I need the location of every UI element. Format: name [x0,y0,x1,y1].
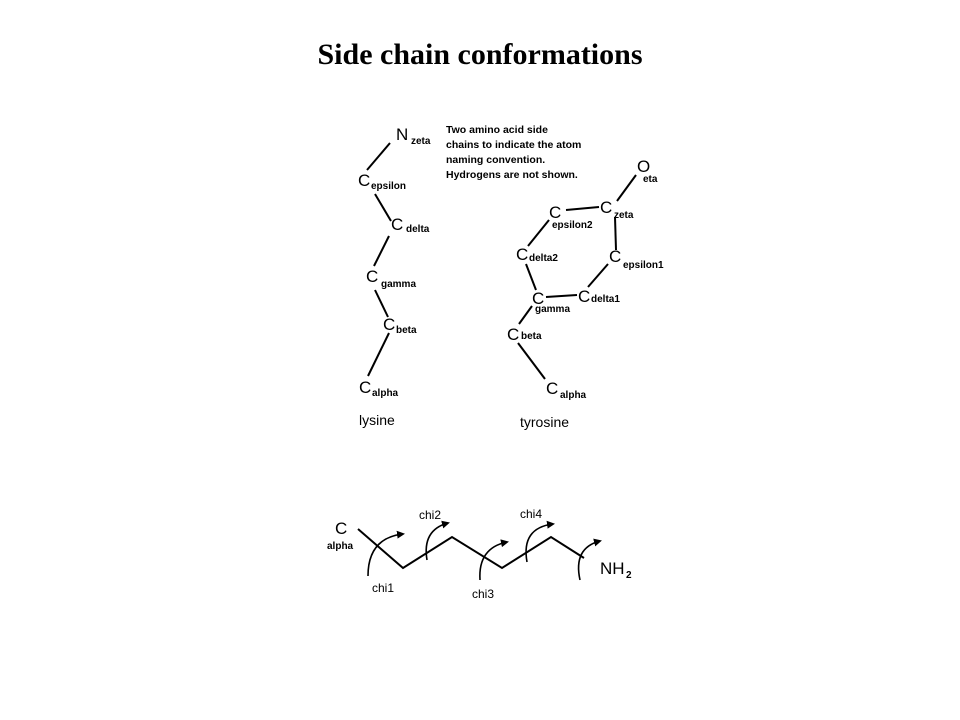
naming-note: Two amino acid side chains to indicate t… [446,124,581,181]
chi3-label: chi3 [472,587,494,601]
tyrosine-label-eta: eta [643,174,658,185]
tyrosine-label-alpha: alpha [560,390,587,401]
bond-cgamma-cbeta [374,289,389,318]
chi-start-atom: C [335,519,347,538]
lysine-atom-c-epsilon: C [358,171,370,190]
note-line-4: Hydrogens are not shown. [446,169,578,181]
bond-cepsilon2-czeta [565,206,600,211]
lysine-atom-c-beta: C [383,315,395,334]
slide-title: Side chain conformations [317,38,643,71]
tyrosine-label-epsilon1: epsilon1 [623,260,664,271]
chi2-label: chi2 [419,508,441,522]
lysine-label-epsilon: epsilon [371,181,406,192]
tyrosine-atom-c-alpha: C [546,379,558,398]
lysine-label-gamma: gamma [381,279,416,290]
tyrosine-atom-c-delta1: C [578,287,590,306]
bond-cepsilon1-cdelta1 [587,263,609,288]
bond-cbeta-calpha [517,342,546,380]
tyrosine-name: tyrosine [520,414,569,430]
chi1-rotation-arrow [367,530,405,577]
tyrosine-label-delta1: delta1 [591,294,620,305]
bond-cdelta2-cgamma [525,263,537,291]
lysine-structure: N zeta C epsilon C delta C gamma C beta … [358,125,431,428]
lysine-atom-c-delta: C [391,215,403,234]
tyrosine-atom-c-epsilon1: C [609,247,621,266]
lysine-name: lysine [359,412,395,428]
tyrosine-atom-o: O [637,157,650,176]
chi-angle-diagram: C alpha NH 2 chi1 chi2 chi3 chi4 [327,507,632,601]
chi3-rotation-arrow [479,539,509,581]
chi4-label: chi4 [520,507,542,521]
chi-end-subscript: 2 [626,570,632,581]
bond-cdelta-cgamma [373,235,390,267]
tyrosine-label-epsilon2: epsilon2 [552,220,593,231]
bond-cgamma-cbeta [518,305,533,325]
lysine-atom-c-alpha: C [359,378,371,397]
tyrosine-atom-c-zeta: C [600,198,612,217]
bond-czeta-cepsilon1 [614,216,617,251]
note-line-1: Two amino acid side [446,124,548,136]
bond-nzeta-cepsilon [366,142,391,171]
lysine-label-zeta: zeta [411,136,431,147]
tyrosine-atom-c-delta2: C [516,245,528,264]
tyrosine-structure: O eta C zeta C epsilon2 C epsilon1 C del… [507,157,664,430]
tyrosine-label-beta: beta [521,331,542,342]
tyrosine-atom-c-beta: C [507,325,519,344]
note-line-3: naming convention. [446,154,545,166]
bond-cbeta-calpha [367,332,390,377]
tyrosine-label-delta2: delta2 [529,253,558,264]
chi-end-group: NH [600,559,625,578]
note-line-2: chains to indicate the atom [446,139,581,151]
lysine-atom-c-gamma: C [366,267,378,286]
tyrosine-label-zeta: zeta [614,210,634,221]
chi2-rotation-arrow [425,520,450,561]
bond-cepsilon-cdelta [374,193,392,222]
lysine-label-beta: beta [396,325,417,336]
lysine-label-delta: delta [406,224,430,235]
bond-cgamma-cdelta1 [545,294,578,298]
lysine-label-alpha: alpha [372,388,399,399]
bond-cepsilon2-cdelta2 [527,219,550,247]
chi-start-label: alpha [327,541,354,552]
side-chain-zigzag [357,528,585,570]
tyrosine-atom-c-epsilon2: C [549,203,561,222]
lysine-atom-n: N [396,125,408,144]
chi1-label: chi1 [372,581,394,595]
bond-oeta-czeta [616,174,637,202]
terminal-rotation-arrow [577,538,602,581]
tyrosine-label-gamma: gamma [535,304,570,315]
tyrosine-atom-c-gamma: C [532,289,544,308]
chi4-rotation-arrow [525,520,555,563]
